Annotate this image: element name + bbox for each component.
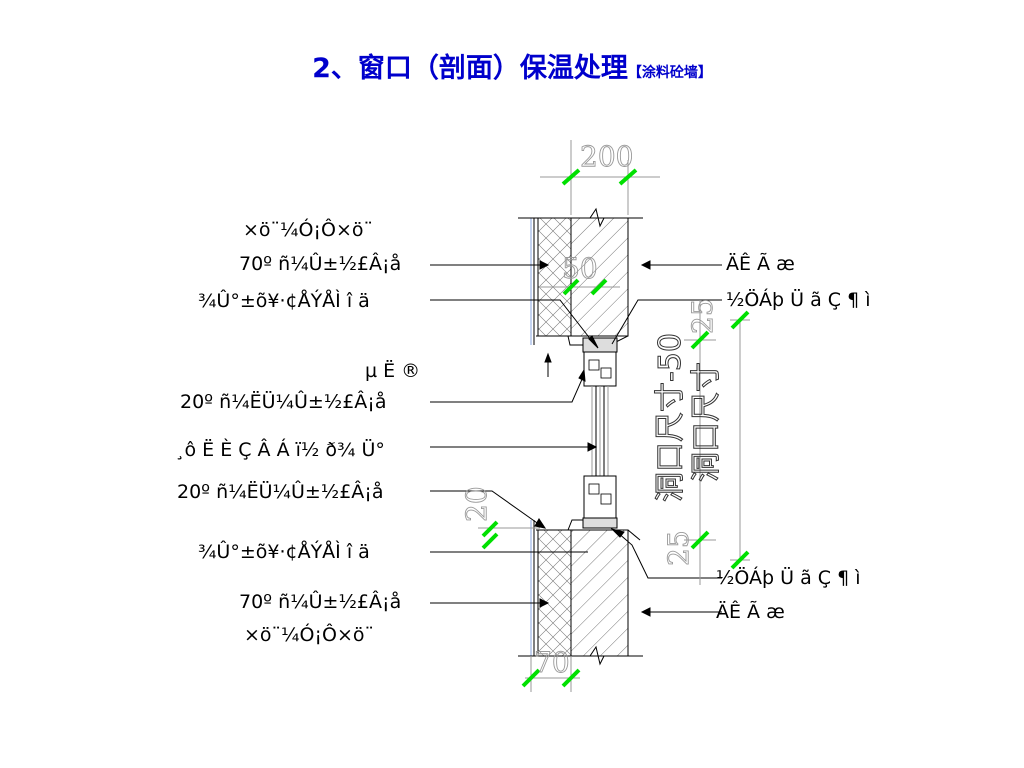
- upper-insulation: [537, 217, 572, 337]
- label-left-2: 70º ñ¼Û±½£Â¡å: [239, 251, 401, 275]
- top-frame: [582, 337, 618, 353]
- title-main: 2、窗口（剖面）保温处理: [312, 53, 628, 84]
- label-left-3: ¾Û°±õ¥·¢ÅÝÅÌ î ä: [198, 288, 370, 312]
- dim-25-top: 25: [686, 298, 719, 334]
- bottom-frame: [582, 517, 618, 529]
- label-right-2: ½ÖÁþ Ü ã Ç ¶ ì: [726, 288, 870, 311]
- label-left-8: ¾Û°±õ¥·¢ÅÝÅÌ î ä: [198, 539, 370, 563]
- label-left-7: 20º ñ¼ËÜ¼Û±½£Â¡å: [177, 479, 384, 503]
- upper-wall: [518, 207, 643, 346]
- dim-200: 200: [580, 140, 633, 173]
- lower-wall: [518, 519, 643, 666]
- lower-concrete: [570, 529, 629, 657]
- dim-50: 50: [562, 252, 598, 285]
- opening-size-minus-50: 洞口尺寸-50: [653, 333, 688, 502]
- dim-70: 70: [534, 646, 570, 679]
- label-right-1: ÄÊ Ã æ: [726, 252, 795, 275]
- label-left-5: 20º ñ¼ËÜ¼Û±½£Â¡å: [180, 389, 387, 413]
- window-assembly: [582, 337, 618, 529]
- left-leaders: [430, 260, 599, 608]
- label-left-1: ×ö¨¼Ó¡Ô­×ö¨: [243, 217, 373, 241]
- label-left-4: µ Ë ®: [365, 359, 420, 382]
- label-left-6: ¸ô Ë È Ç Â Á ï½ ð¾ Ü°: [175, 438, 385, 461]
- lower-insulation: [537, 529, 572, 657]
- dim-20: 20: [460, 486, 493, 522]
- upper-concrete: [570, 217, 629, 337]
- opening-size: 洞口尺寸: [689, 362, 724, 482]
- title-sub: 【涂料砼墙】: [627, 65, 712, 81]
- page-title: 2、窗口（剖面）保温处理【涂料砼墙】: [0, 46, 1024, 85]
- label-left-9: 70º ñ¼Û±½£Â¡å: [239, 589, 401, 613]
- upper-break-line: [518, 207, 643, 228]
- dimension-ticks: [481, 168, 750, 688]
- dim-25-bottom: 25: [662, 530, 695, 566]
- right-leaders: [610, 260, 722, 617]
- label-right-3: ½ÖÁþ Ü ã Ç ¶ ì: [716, 566, 860, 589]
- lower-break-line: [518, 645, 643, 666]
- label-right-4: ÄÊ Ã æ: [716, 600, 785, 623]
- label-left-10: ×ö¨¼Ó¡Ô­×ö¨: [244, 622, 374, 646]
